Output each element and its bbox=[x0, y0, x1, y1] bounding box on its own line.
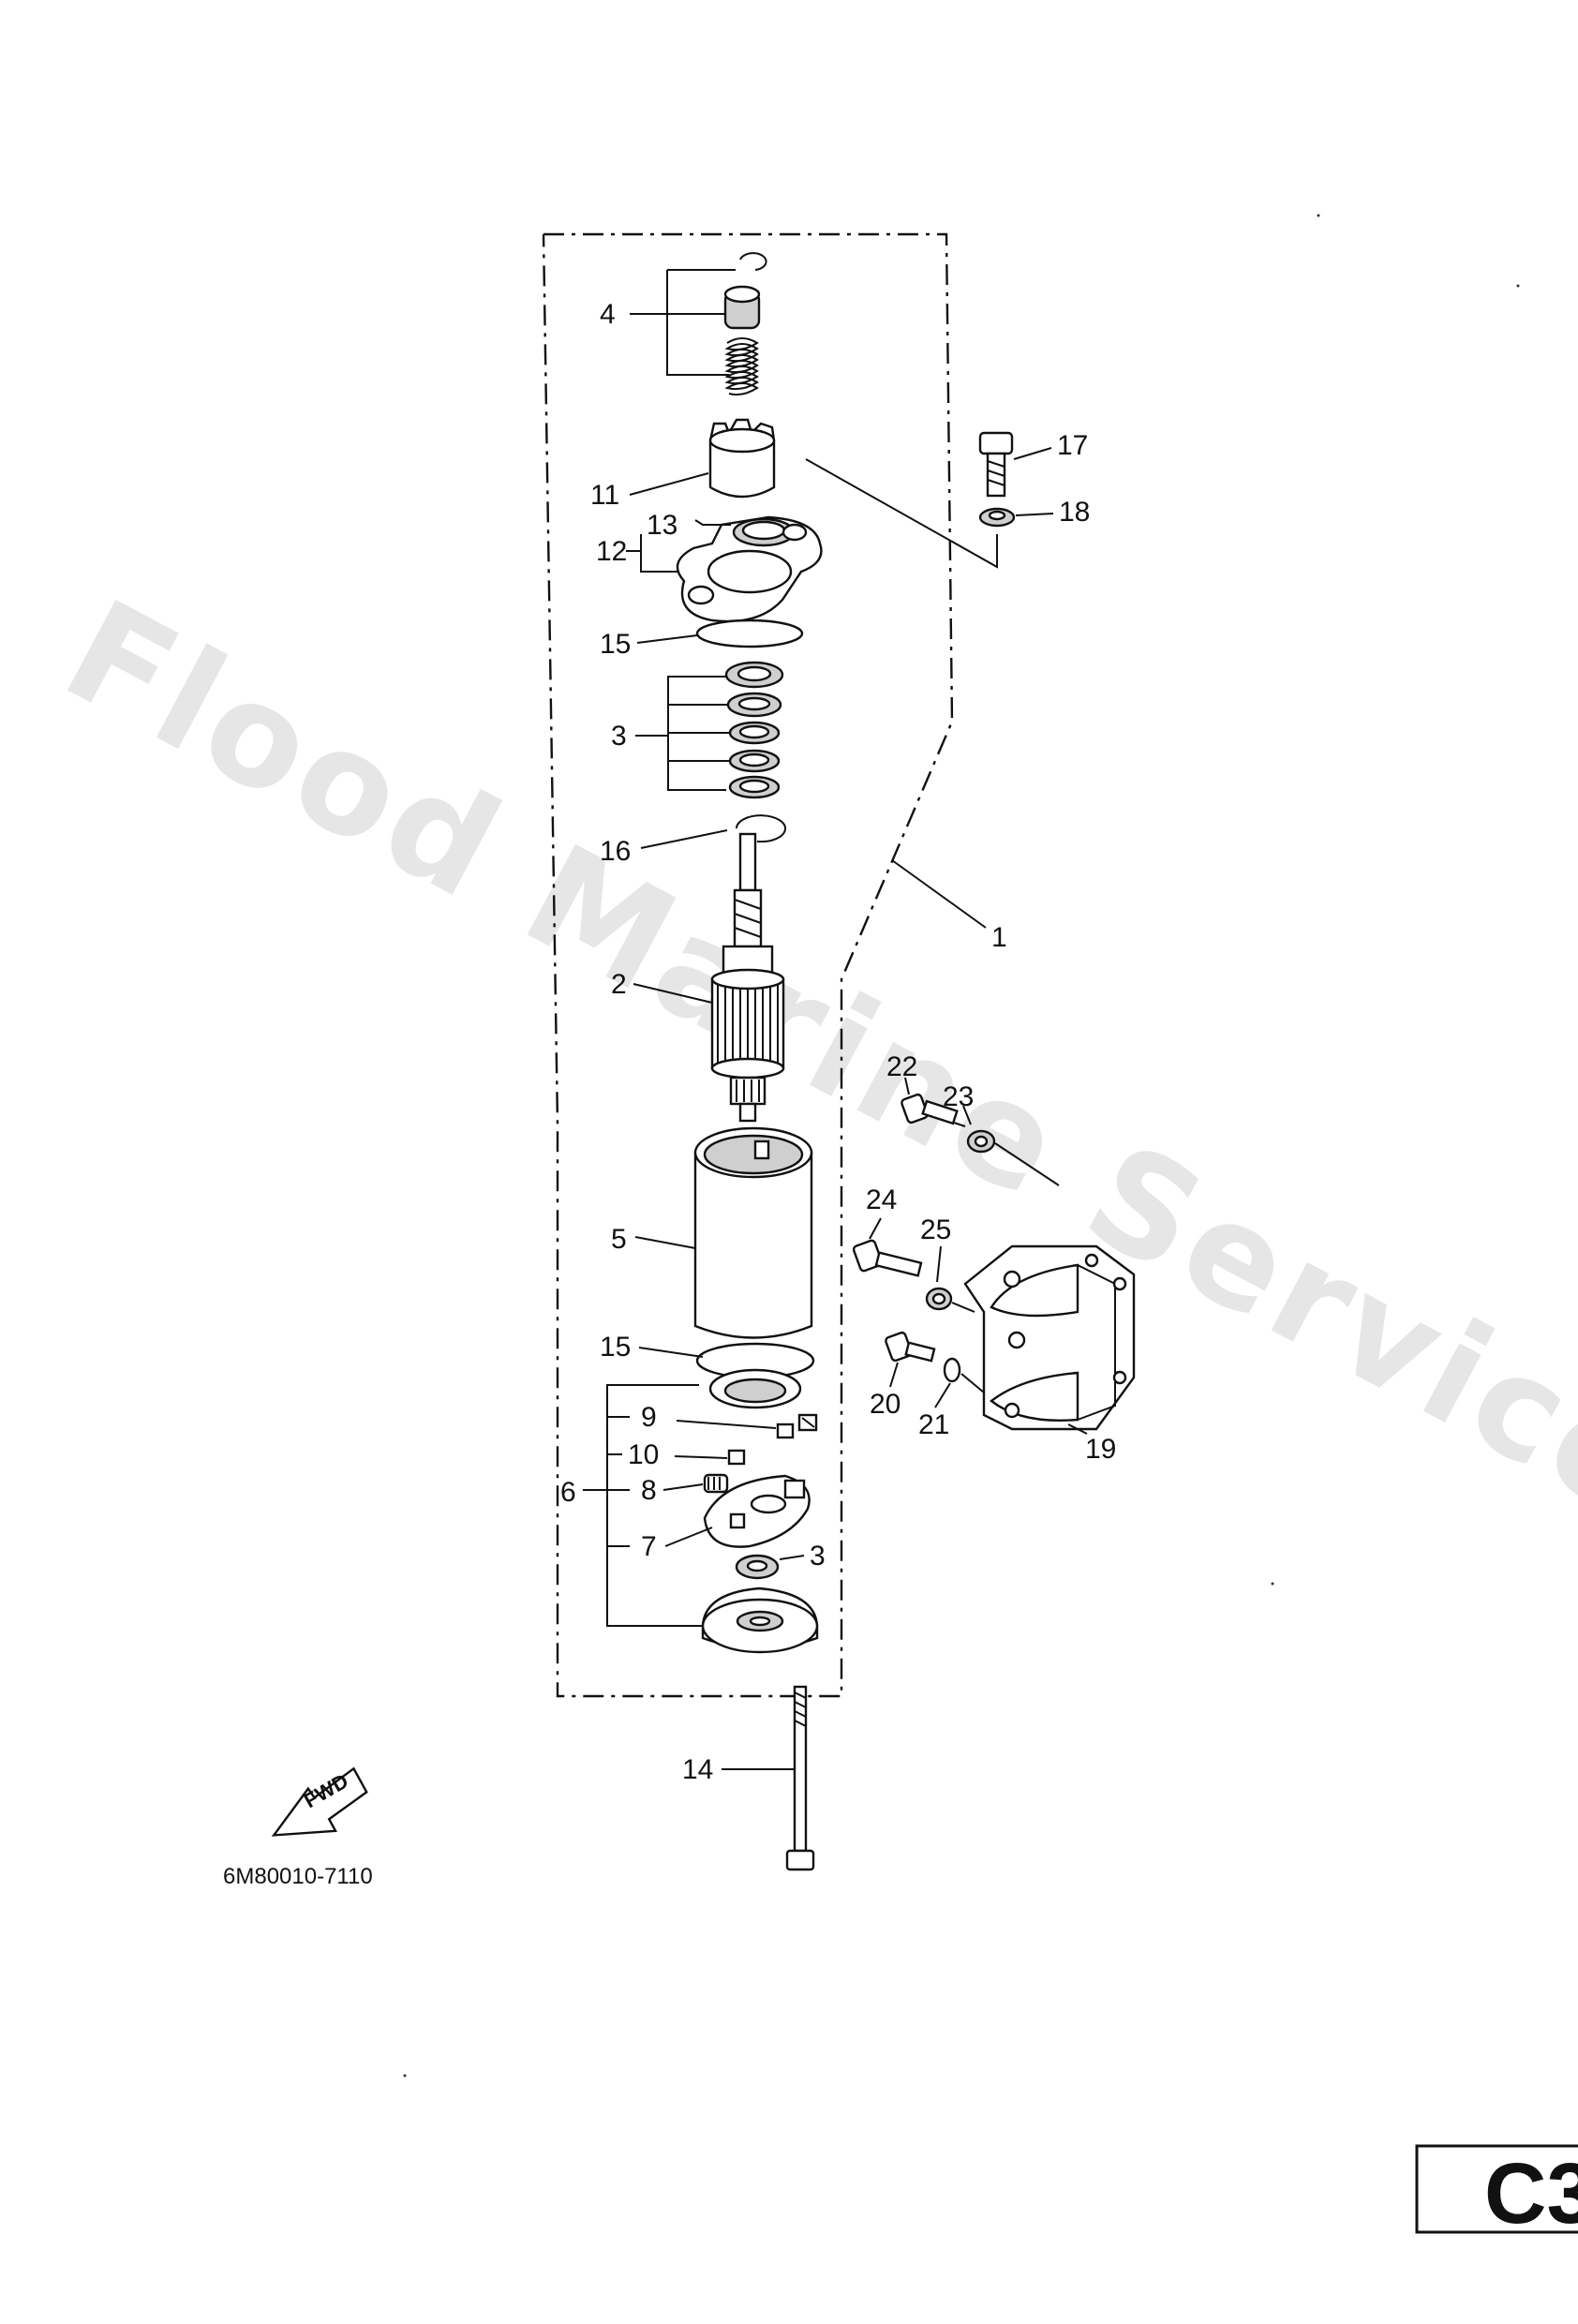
callout-25: 25 bbox=[920, 1214, 951, 1245]
callout-19: 19 bbox=[1085, 1434, 1116, 1465]
part-5-yoke bbox=[693, 1126, 813, 1339]
part-14-through-bolt bbox=[785, 1685, 815, 1871]
callout-15-upper: 15 bbox=[600, 629, 631, 660]
callout-3-lower: 3 bbox=[810, 1541, 826, 1572]
callout-22: 22 bbox=[886, 1051, 917, 1082]
callout-23: 23 bbox=[943, 1081, 974, 1112]
callout-5: 5 bbox=[611, 1224, 627, 1255]
part-25-washer bbox=[925, 1287, 953, 1311]
callout-21: 21 bbox=[918, 1409, 949, 1440]
callout-10: 10 bbox=[628, 1439, 659, 1470]
part-10-brush bbox=[727, 1449, 746, 1466]
part-11-pinion-gear bbox=[708, 418, 776, 499]
rear-cover bbox=[701, 1587, 819, 1654]
part-16-circlip bbox=[736, 814, 786, 843]
part-12-front-cover bbox=[676, 515, 823, 623]
part-15-o-ring-upper bbox=[695, 618, 804, 648]
part-9-brush bbox=[776, 1413, 818, 1439]
part-24-bolt bbox=[852, 1239, 923, 1277]
part-4-pinion-retainer-set bbox=[630, 252, 767, 396]
part-3-washer-set bbox=[724, 661, 784, 799]
drawing-code: 6M80010-7110 bbox=[223, 1864, 373, 1889]
callout-20: 20 bbox=[870, 1389, 901, 1420]
callout-1: 1 bbox=[991, 922, 1007, 953]
callout-9: 9 bbox=[641, 1402, 657, 1433]
callout-8: 8 bbox=[641, 1475, 657, 1506]
callout-7: 7 bbox=[641, 1531, 657, 1562]
part-2-armature bbox=[710, 832, 785, 1123]
callout-16: 16 bbox=[600, 836, 631, 867]
callout-18: 18 bbox=[1059, 497, 1090, 528]
page-tag-box: C3 bbox=[1415, 2144, 1578, 2242]
callout-6: 6 bbox=[560, 1477, 576, 1508]
callout-4: 4 bbox=[600, 299, 616, 330]
part-23-washer bbox=[966, 1129, 996, 1154]
watermark: Flood Marine Services bbox=[40, 570, 1578, 1591]
part-3-washer-lower bbox=[735, 1554, 780, 1580]
callout-15-lower: 15 bbox=[600, 1332, 631, 1363]
callout-17: 17 bbox=[1057, 430, 1088, 461]
callout-12: 12 bbox=[596, 536, 627, 567]
callout-3-upper: 3 bbox=[611, 721, 627, 752]
part-22-bolt bbox=[901, 1093, 959, 1125]
fwd-arrow-icon: FWD bbox=[271, 1766, 368, 1837]
callout-13: 13 bbox=[647, 510, 677, 541]
callout-2: 2 bbox=[611, 969, 627, 1000]
part-18-washer bbox=[978, 507, 1016, 528]
part-7-brush-holder bbox=[703, 1474, 811, 1548]
part-8-brush-spring bbox=[703, 1473, 729, 1494]
part-17-bolt bbox=[978, 431, 1014, 498]
callout-11: 11 bbox=[590, 480, 619, 511]
part-19-starter-bracket bbox=[963, 1244, 1136, 1431]
part-21-washer bbox=[943, 1357, 961, 1383]
assembly-boundary bbox=[542, 232, 954, 1698]
part-20-bolt bbox=[885, 1331, 936, 1363]
callout-14: 14 bbox=[682, 1754, 713, 1785]
callout-24: 24 bbox=[866, 1184, 897, 1215]
watermark-text: Flood Marine Services bbox=[40, 570, 1578, 1591]
page-tag: C3 bbox=[1484, 2146, 1578, 2242]
